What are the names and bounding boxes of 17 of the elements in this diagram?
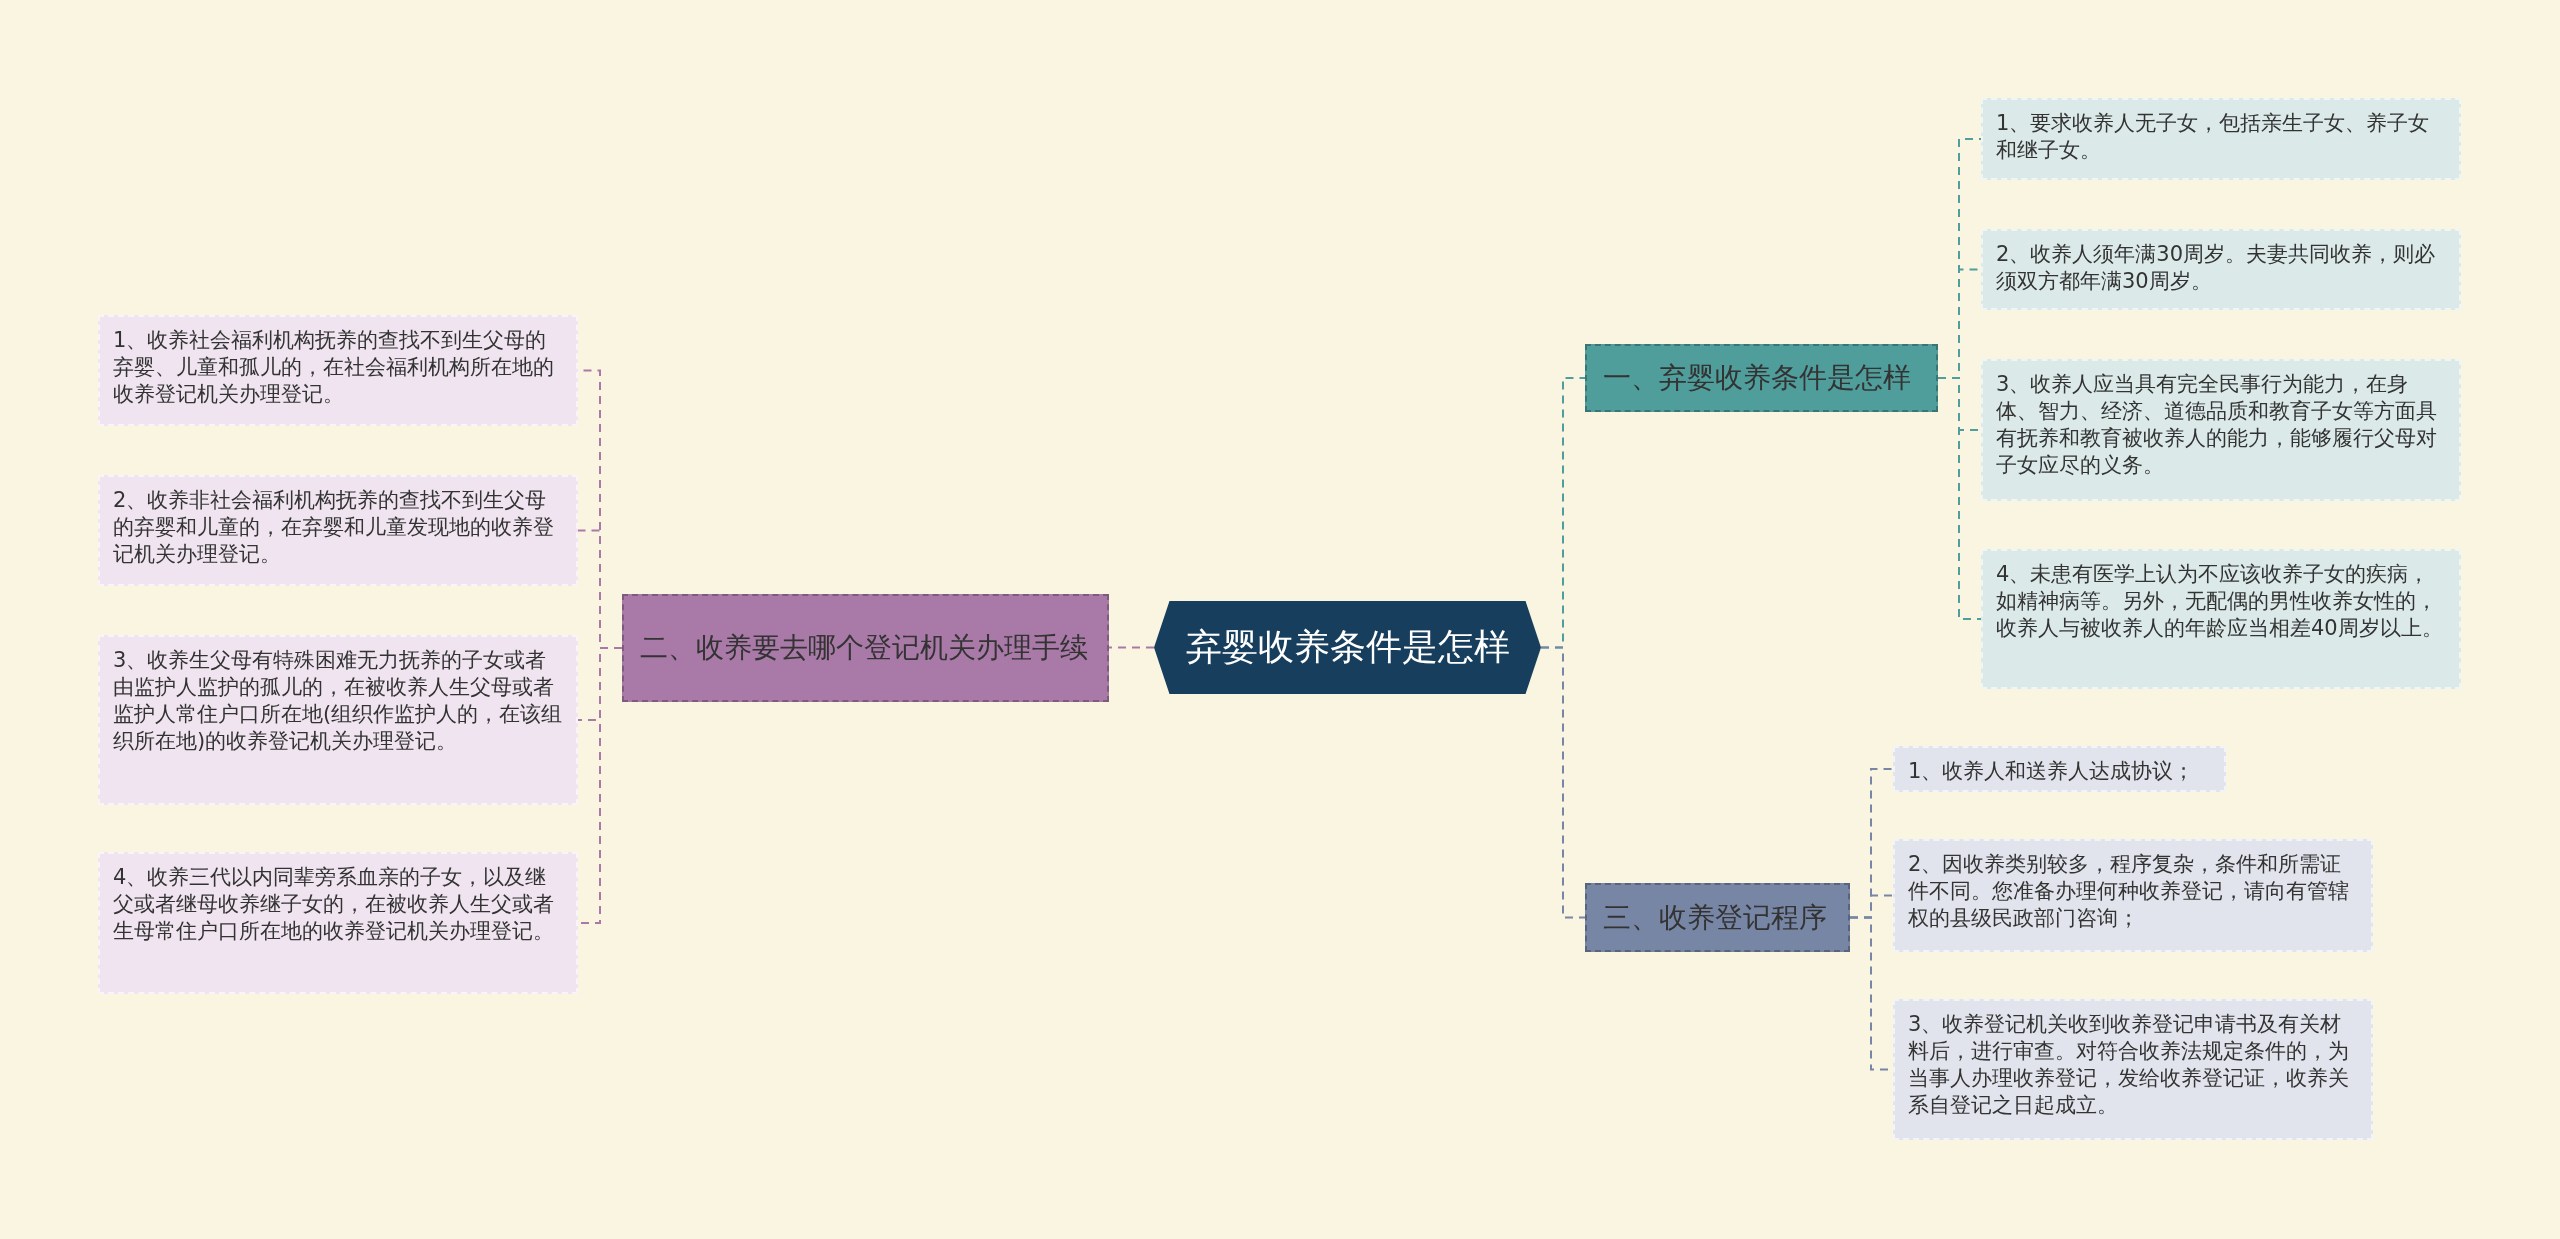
connector-line xyxy=(1540,646,1586,919)
connector-line xyxy=(1937,377,1982,620)
text-box: 1、收养社会福利机构抚养的查找不到生父母的弃婴、儿童和孤儿的，在社会福利机构所在地的收养登记机关办理登记。 xyxy=(98,315,578,426)
topic-box: 二、收养要去哪个登记机关办理手续 xyxy=(622,594,1109,702)
text-box: 2、收养非社会福利机构抚养的查找不到生父母的弃婴和儿童的，在弃婴和儿童发现地的收养登记机关办理登记。 xyxy=(98,475,578,586)
topic-box: 一、弃婴收养条件是怎样 xyxy=(1585,344,1938,412)
text-box: 2、因收养类别较多，程序复杂，条件和所需证件不同。您准备办理何种收养登记，请向有管辖权的县级民政部门咨询； xyxy=(1893,839,2373,952)
text-box: 4、未患有医学上认为不应该收养子女的疾病，如精神病等。另外，无配偶的男性收养女性的，收养人与被收养人的年龄应当相差40周岁以上。 xyxy=(1981,549,2461,689)
text-box: 4、收养三代以内同辈旁系血亲的子女，以及继父或者继母收养继子女的，在被收养人生父或者生母常住户口所在地的收养登记机关办理登记。 xyxy=(98,852,578,994)
connector-line xyxy=(1108,646,1155,649)
text-box: 1、要求收养人无子女，包括亲生子女、养子女和继子女。 xyxy=(1981,98,2461,180)
text-box: 2、收养人须年满30周岁。夫妻共同收养，则必须双方都年满30周岁。 xyxy=(1981,229,2461,310)
text-box: 3、收养生父母有特殊困难无力抚养的子女或者由监护人监护的孤儿的，在被收养人生父母或者监护人常住户口所在地(组织作监护人的，在该组织所在地)的收养登记机关办理登记。 xyxy=(98,635,578,805)
text-box: 3、收养人应当具有完全民事行为能力，在身体、智力、经济、道德品质和教育子女等方面具有抚养和教育被收养人的能力，能够履行父母对子女应尽的义务。 xyxy=(1981,359,2461,501)
topic-box: 三、收养登记程序 xyxy=(1585,883,1850,952)
text-box: 1、收养人和送养人达成协议； xyxy=(1893,746,2226,792)
text-box: 3、收养登记机关收到收养登记申请书及有关材料后，进行审查。对符合收养法规定条件的，为当事人办理收养登记，发给收养登记证，收养关系自登记之日起成立。 xyxy=(1893,999,2373,1140)
